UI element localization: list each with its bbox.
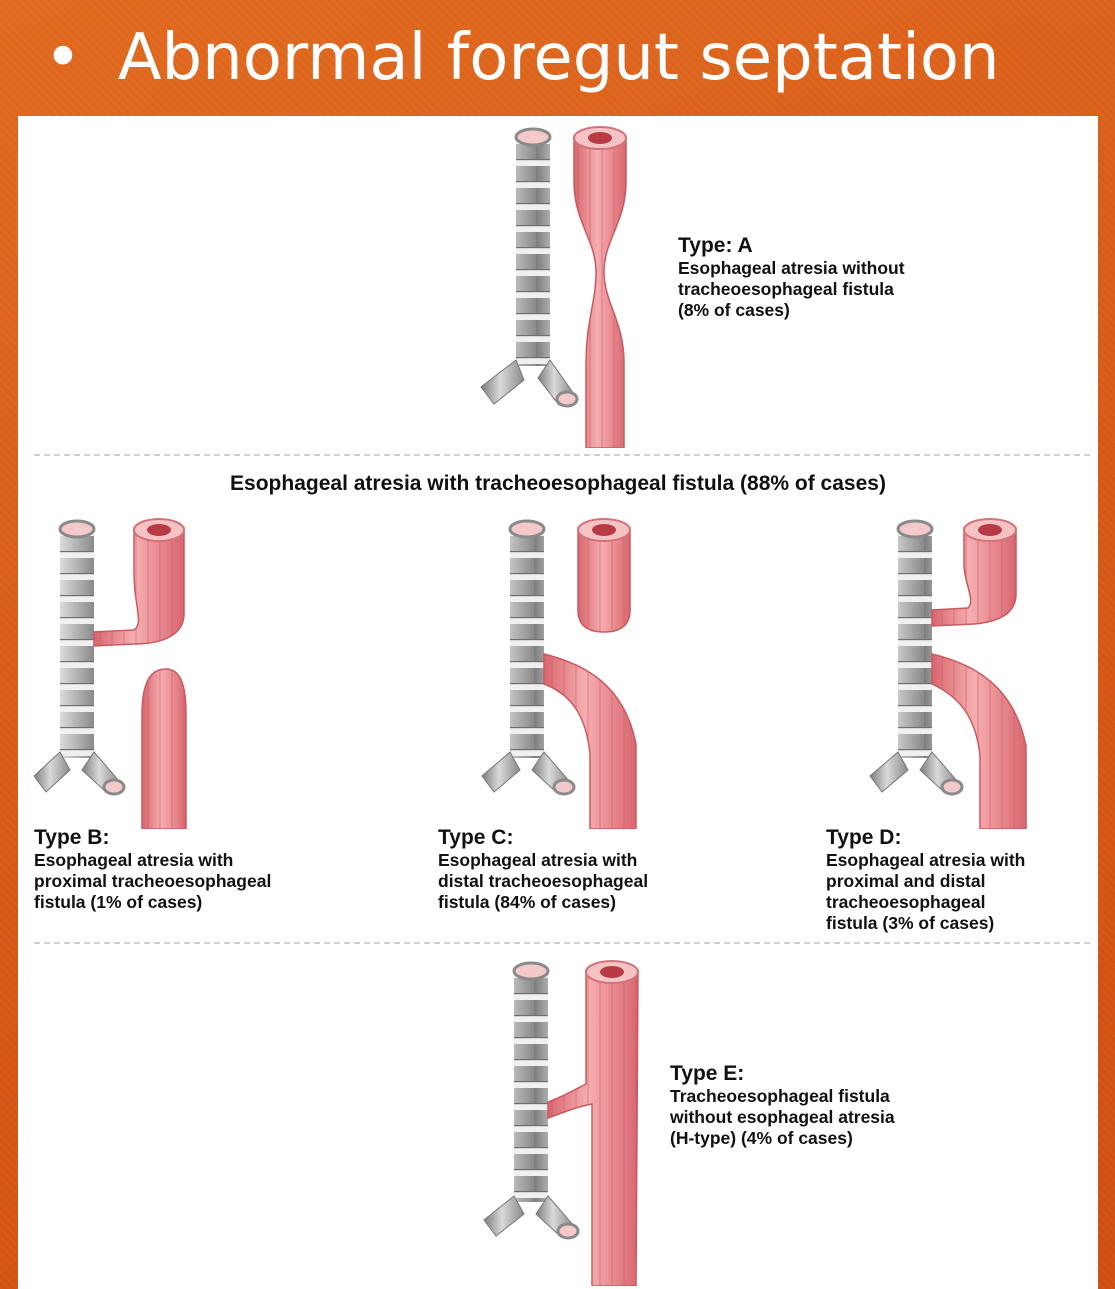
type-e-line-1: Tracheoesophageal fistula — [670, 1086, 890, 1106]
esophagus-lower-with-fistula — [931, 653, 1027, 829]
type-a-title: Type: A — [678, 234, 753, 257]
esophagus-upper-pouch — [577, 518, 631, 633]
type-e-illustration — [483, 960, 639, 1286]
type-d-line-2: proximal and distal — [826, 871, 986, 891]
type-a-line-3: (8% of cases) — [678, 300, 790, 320]
type-c-line-1: Esophageal atresia with — [438, 850, 638, 870]
slide-title-text: Abnormal foregut septation — [117, 21, 1000, 95]
esophagus-upper-pouch — [93, 518, 185, 647]
type-d-line-1: Esophageal atresia with — [826, 850, 1026, 870]
type-a-line-2: tracheoesophageal fistula — [678, 279, 894, 299]
esophagus — [573, 126, 627, 448]
type-a-line-1: Esophageal atresia without — [678, 258, 905, 278]
type-c-line-2: distal tracheoesophageal — [438, 871, 649, 891]
type-b-caption: Type B: Esophageal atresia with proximal… — [34, 826, 271, 913]
esophagus-upper-pouch-with-fistula — [931, 518, 1017, 627]
bullet: • — [44, 21, 82, 95]
type-e-line-2: without esophageal atresia — [670, 1107, 895, 1127]
trachea — [480, 127, 579, 408]
type-e-title: Type E: — [670, 1062, 745, 1085]
type-c-caption: Type C: Esophageal atresia with distal t… — [438, 826, 648, 913]
type-c-illustration — [481, 518, 637, 829]
section-heading: Esophageal atresia with tracheoesophagea… — [230, 472, 886, 495]
type-d-caption: Type D: Esophageal atresia with proximal… — [826, 826, 1025, 934]
type-c-line-3: fistula (84% of cases) — [438, 892, 616, 912]
type-a-illustration — [480, 126, 627, 448]
type-e-caption: Type E: Tracheoesophageal fistula withou… — [670, 1062, 895, 1149]
type-e-line-3: (H-type) (4% of cases) — [670, 1128, 853, 1148]
diagram-panel: Type: A Esophageal atresia without trach… — [18, 116, 1098, 1289]
type-d-line-3: tracheoesophageal — [826, 892, 986, 912]
divider-top — [34, 454, 1090, 456]
type-b-line-2: proximal tracheoesophageal — [34, 871, 272, 891]
slide-title: • Abnormal foregut septation — [44, 8, 1000, 108]
type-c-title: Type C: — [438, 826, 514, 849]
type-d-illustration — [869, 518, 1027, 829]
divider-bottom — [34, 942, 1090, 944]
type-b-title: Type B: — [34, 826, 110, 849]
esophagus-with-h-fistula — [547, 960, 639, 1286]
type-d-title: Type D: — [826, 826, 902, 849]
esophagus-lower-segment — [141, 668, 187, 829]
type-a-caption: Type: A Esophageal atresia without trach… — [678, 234, 905, 321]
trachea — [483, 961, 580, 1240]
type-b-illustration — [34, 518, 187, 829]
type-b-line-3: fistula (1% of cases) — [34, 892, 203, 912]
trachea — [481, 519, 576, 796]
esophagus-lower-with-fistula — [543, 653, 637, 829]
trachea — [34, 519, 126, 796]
type-d-line-4: fistula (3% of cases) — [826, 913, 995, 933]
type-b-line-1: Esophageal atresia with — [34, 850, 234, 870]
trachea — [869, 519, 964, 796]
